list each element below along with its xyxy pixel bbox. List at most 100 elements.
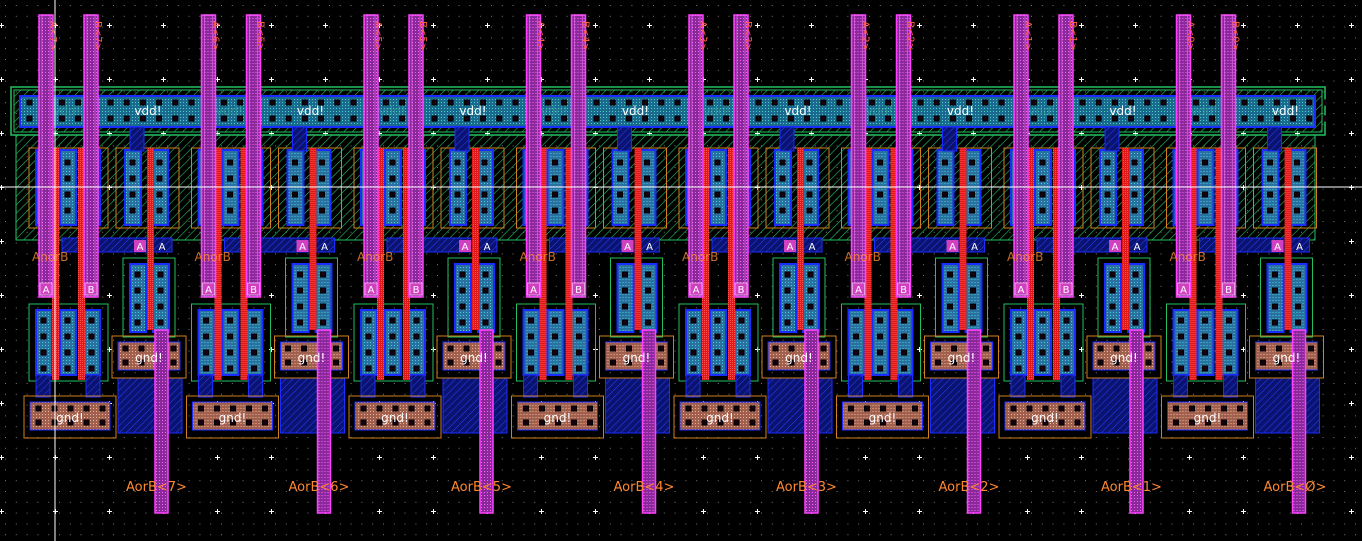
grid-dot [944, 26, 946, 28]
grid-dot [339, 275, 341, 276]
grid-dot [361, 469, 363, 471]
grid-dot [469, 15, 471, 17]
grid-dot [717, 253, 719, 255]
grid-dot [782, 253, 784, 255]
grid-dot [717, 80, 719, 82]
grid-dot [102, 307, 104, 309]
grid-dot [231, 523, 233, 525]
grid-dot [912, 523, 914, 525]
grid-dot [901, 491, 903, 492]
grid-dot [588, 69, 590, 71]
grid-dot [987, 318, 989, 320]
grid-dot [944, 491, 946, 492]
grid-dot [339, 523, 341, 525]
grid-dot [91, 458, 93, 460]
grid-dot [858, 491, 860, 492]
grid-dot [447, 48, 449, 50]
grid-dot [869, 491, 870, 492]
grid-dot [5, 242, 6, 244]
grid-dot [350, 393, 352, 395]
grid-dot [663, 523, 665, 525]
grid-dot [437, 415, 438, 417]
grid-dot [231, 512, 233, 514]
grid-dot [685, 48, 687, 50]
grid-dot [599, 523, 600, 525]
grid-dot [804, 37, 806, 39]
grid-dot [653, 37, 654, 39]
grid-dot [512, 339, 514, 341]
grid-dot [37, 59, 39, 60]
grid-dot [361, 512, 363, 514]
grid-dot [167, 253, 168, 255]
grid-dot [285, 523, 287, 525]
grid-dot [555, 534, 557, 536]
grid-dot [599, 37, 600, 39]
grid-dot [566, 383, 568, 384]
grid-dot [264, 350, 266, 352]
grid-dot [836, 350, 838, 352]
grid-dot [5, 393, 6, 395]
grid-dot [5, 69, 6, 71]
grid-dot [512, 458, 514, 460]
grid-dot [426, 275, 428, 276]
grid-dot [1031, 523, 1032, 525]
grid-dot [426, 253, 428, 255]
grid-dot [188, 69, 190, 71]
grid-dot [631, 37, 633, 39]
grid-dot [415, 501, 417, 503]
grid-dot [998, 15, 1000, 17]
grid-dot [836, 5, 838, 6]
grid-dot [523, 15, 525, 17]
grid-dot [663, 458, 665, 460]
grid-dot [512, 253, 514, 255]
grid-dot [663, 242, 665, 244]
grid-dot [793, 26, 795, 28]
grid-dot [59, 69, 60, 71]
grid-dot [534, 523, 536, 525]
grid-dot [437, 404, 438, 406]
grid-dot [512, 361, 514, 363]
grid-dot [231, 69, 233, 71]
grid-dot [5, 501, 6, 503]
grid-dot [707, 48, 708, 50]
grid-dot [890, 37, 892, 39]
grid-dot [69, 37, 71, 39]
grid-dot [653, 69, 654, 71]
grid-dot [307, 5, 309, 6]
grid-dot [415, 5, 417, 6]
grid-dot [512, 318, 514, 320]
grid-dot [37, 491, 39, 492]
grid-dot [501, 501, 503, 503]
grid-dot [404, 512, 406, 514]
grid-dot [437, 264, 438, 266]
grid-dot [156, 59, 158, 60]
grid-dot [501, 491, 503, 492]
grid-dot [642, 59, 644, 60]
grid-dot [923, 339, 924, 341]
grid-dot [663, 307, 665, 309]
grid-dot [1074, 447, 1076, 449]
grid-dot [717, 480, 719, 482]
grid-dot [998, 512, 1000, 514]
grid-dot [437, 480, 438, 482]
grid-dot [253, 458, 255, 460]
grid-dot [1031, 393, 1032, 395]
grid-dot [717, 296, 719, 298]
grid-dot [685, 26, 687, 28]
grid-dot [15, 404, 17, 406]
grid-dot [329, 253, 330, 255]
grid-dot [1052, 5, 1054, 6]
grid-dot [771, 339, 773, 341]
grid-dot [307, 253, 309, 255]
grid-dot [825, 69, 827, 71]
grid-dot [350, 480, 352, 482]
grid-dot [123, 339, 125, 341]
grid-dot [458, 534, 460, 536]
grid-dot [761, 523, 762, 525]
grid-dot [923, 69, 924, 71]
grid-dot [156, 69, 158, 71]
grid-dot [134, 69, 136, 71]
grid-dot [458, 339, 460, 341]
